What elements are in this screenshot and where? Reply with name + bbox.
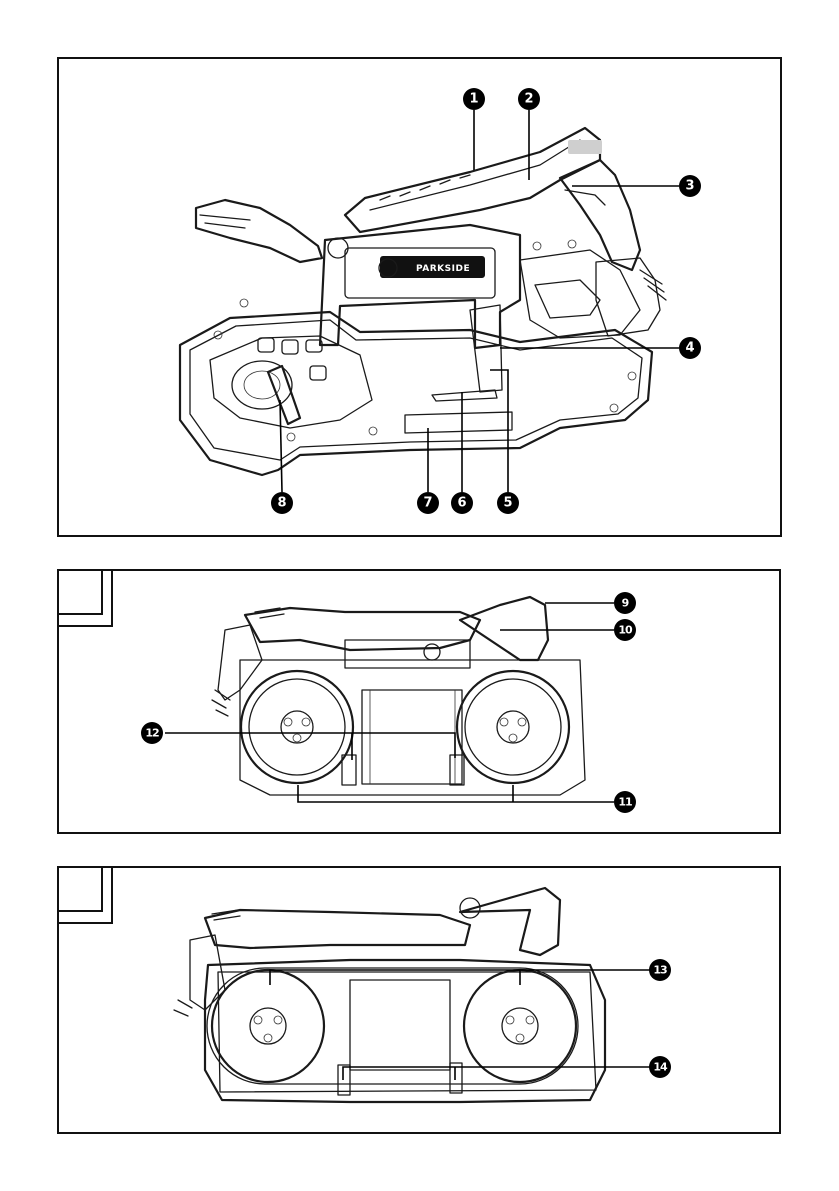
panel-1-frame — [58, 58, 781, 536]
callout-10: 10 — [614, 619, 636, 641]
callout-9: 9 — [614, 592, 636, 614]
svg-text:7: 7 — [423, 496, 432, 511]
svg-text:5: 5 — [503, 496, 512, 511]
callout-11: 11 — [614, 791, 636, 813]
svg-text:12: 12 — [145, 727, 159, 740]
svg-text:8: 8 — [277, 496, 286, 511]
panel-3-notch — [58, 867, 112, 923]
svg-text:11: 11 — [618, 796, 632, 809]
leader-8 — [280, 400, 282, 492]
svg-text:13: 13 — [653, 964, 667, 977]
panel-overview: PARKSIDE — [58, 58, 781, 536]
callout-6: 6 — [451, 492, 473, 514]
callout-2: 2 — [518, 88, 540, 110]
panel-3-frame — [58, 867, 780, 1133]
callout-12: 12 — [141, 722, 163, 744]
callout-5: 5 — [497, 492, 519, 514]
panel-wheels-cover-removed: 9 10 11 12 — [58, 570, 780, 833]
svg-text:2: 2 — [524, 92, 533, 107]
panel-2-frame — [58, 570, 780, 833]
callout-4: 4 — [679, 337, 701, 359]
svg-text:1: 1 — [469, 92, 478, 107]
panel-2-index-box — [58, 570, 102, 614]
leader-11 — [298, 785, 614, 802]
svg-text:3: 3 — [685, 179, 694, 194]
callout-7: 7 — [417, 492, 439, 514]
svg-text:4: 4 — [685, 341, 694, 356]
callout-3: 3 — [679, 175, 701, 197]
svg-text:9: 9 — [622, 597, 629, 610]
panel-3-index-box — [58, 867, 102, 911]
svg-text:6: 6 — [457, 496, 466, 511]
band-saw-illustration-blade — [174, 888, 605, 1102]
band-saw-illustration-front: PARKSIDE — [180, 128, 666, 475]
callout-8: 8 — [271, 492, 293, 514]
brand-label: PARKSIDE — [416, 264, 470, 274]
callout-1: 1 — [463, 88, 485, 110]
panel-blade-on-wheels: 13 14 — [58, 867, 780, 1133]
callout-14: 14 — [649, 1056, 671, 1078]
panel-2-notch — [58, 570, 112, 626]
band-saw-illustration-rear — [212, 597, 585, 795]
svg-text:14: 14 — [653, 1061, 668, 1074]
callout-13: 13 — [649, 959, 671, 981]
svg-text:10: 10 — [618, 624, 633, 637]
